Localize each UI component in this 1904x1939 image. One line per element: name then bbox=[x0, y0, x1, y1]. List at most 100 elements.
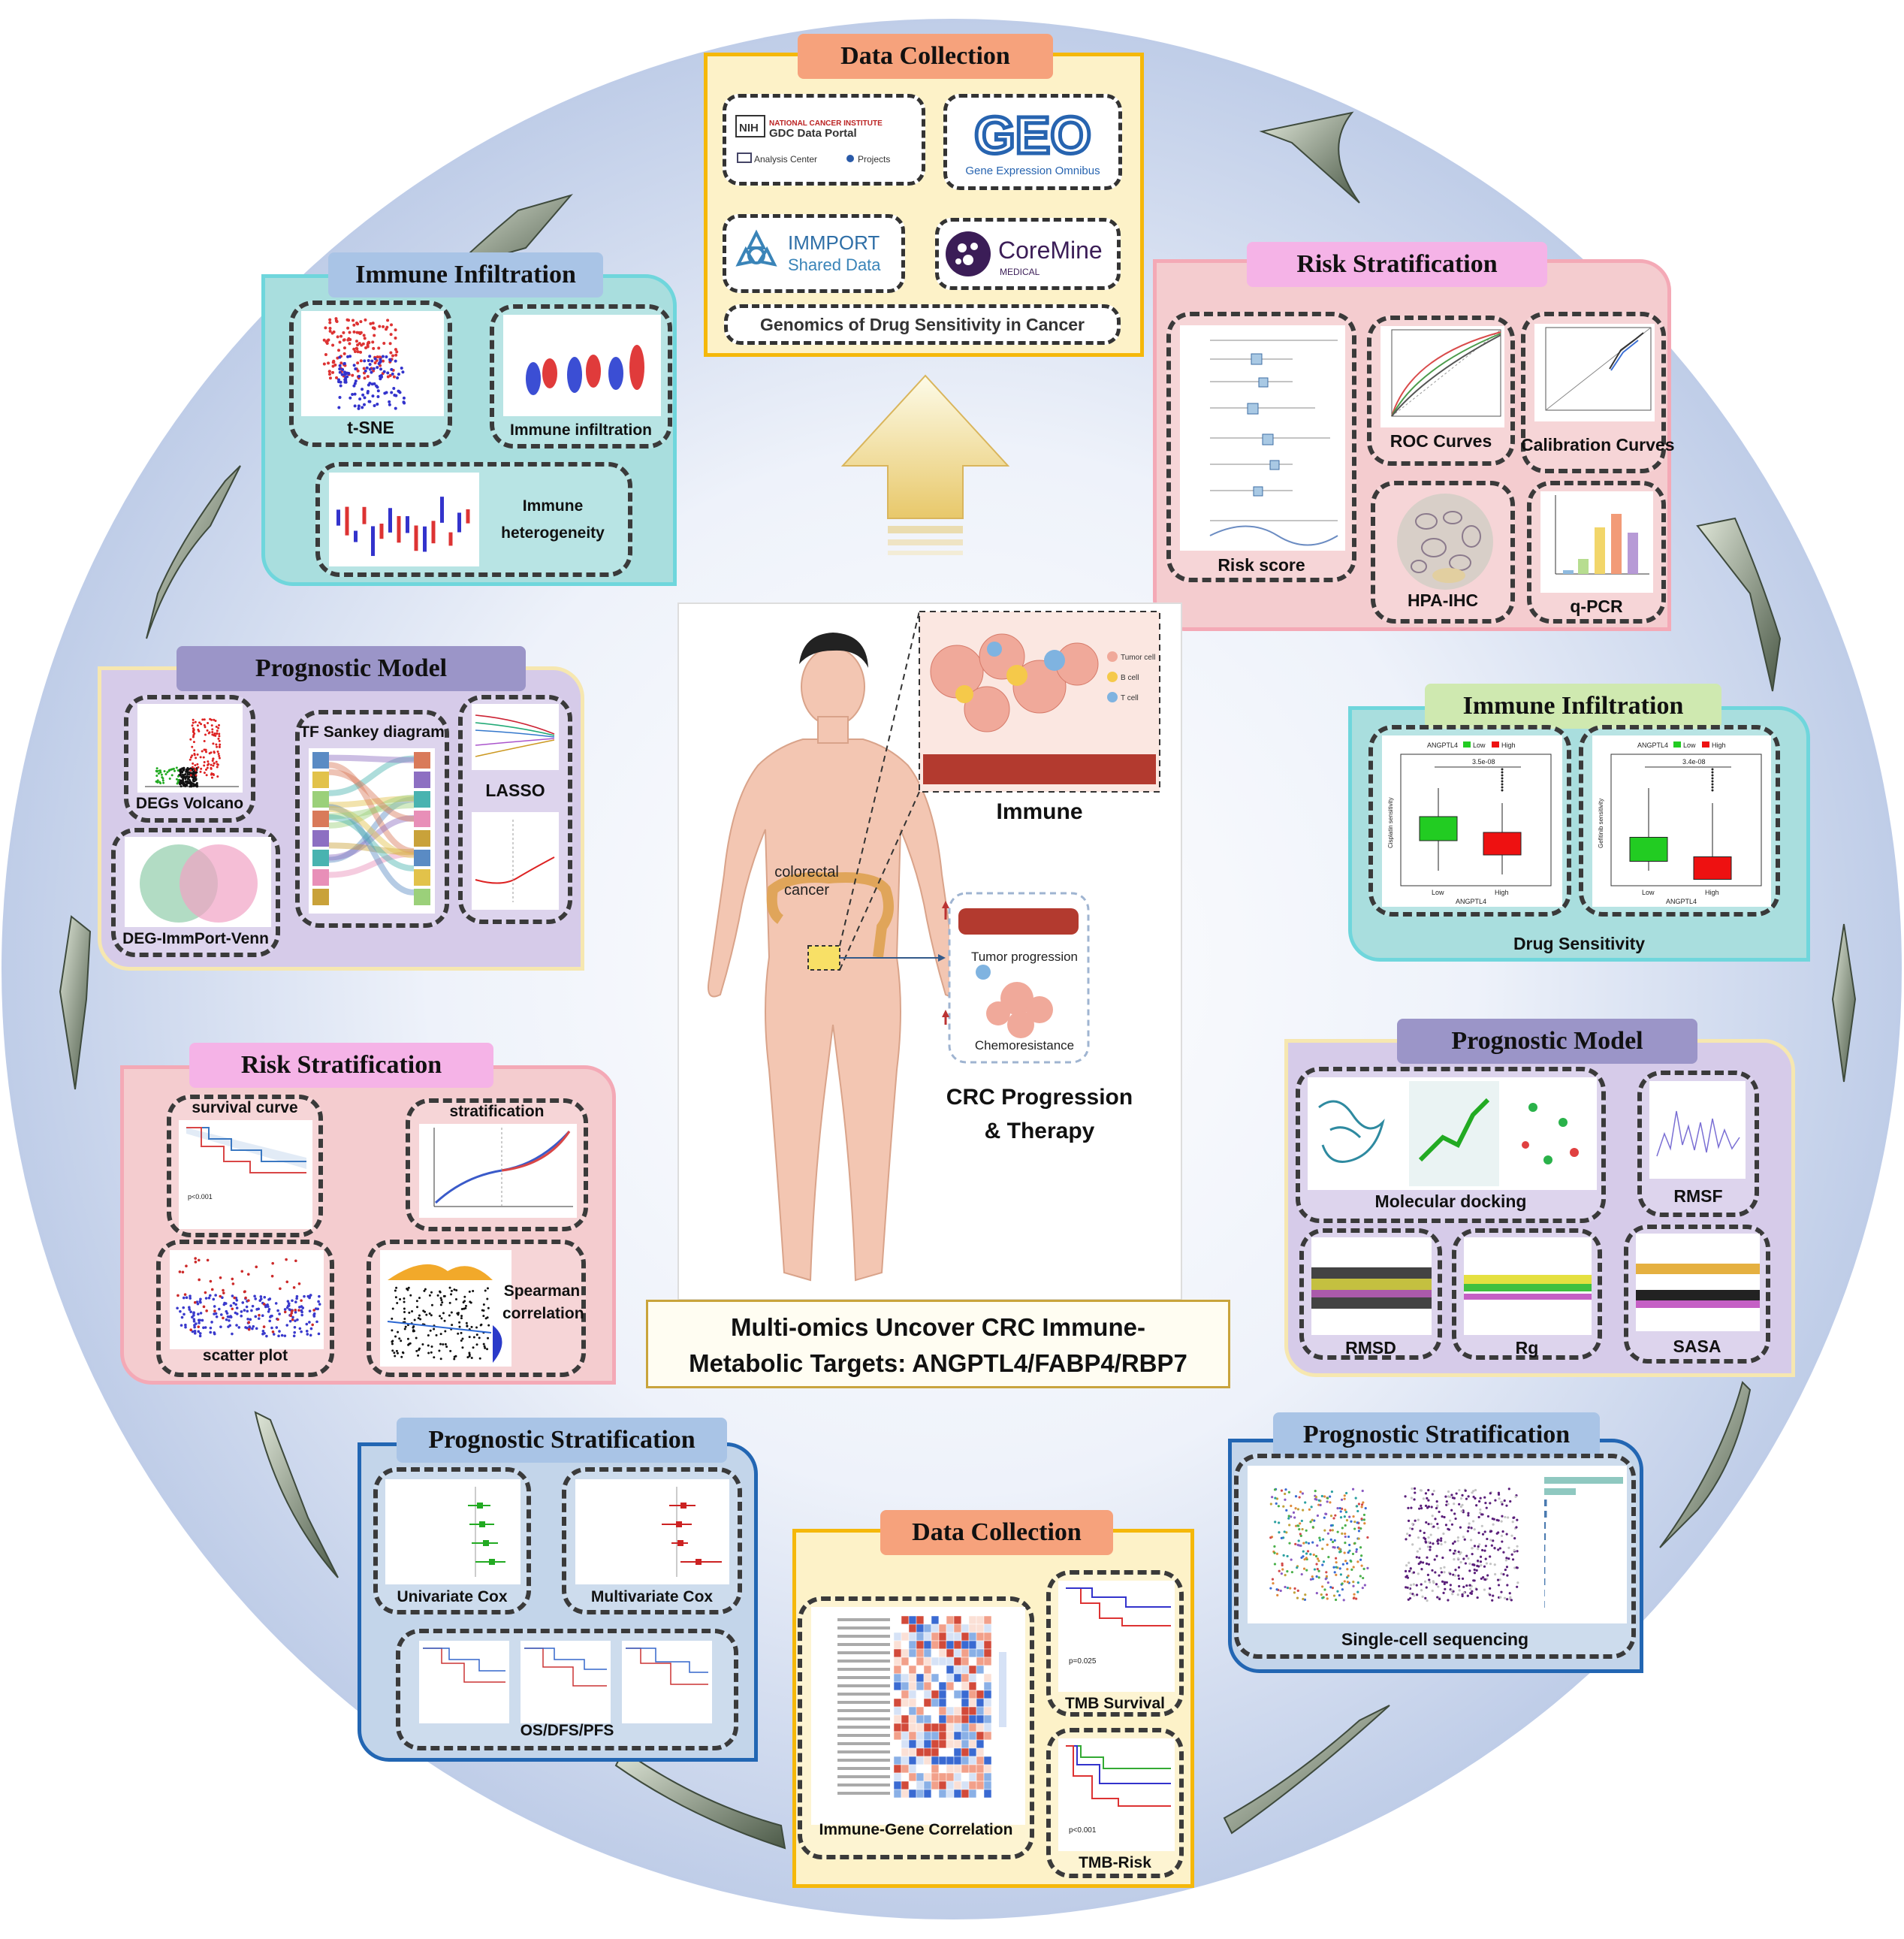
immune-infiltration-box: Immune infiltration bbox=[490, 304, 672, 449]
survival-p-value: p<0.001 bbox=[188, 1193, 213, 1201]
geo-logo: GEO Gene Expression Omnibus bbox=[965, 104, 1100, 178]
main-title-line-1: Multi-omics Uncover CRC Immune- bbox=[731, 1313, 1145, 1341]
qpcr-box: q-PCR bbox=[1527, 481, 1666, 624]
gdsc-label: Genomics of Drug Sensitivity in Cancer bbox=[760, 314, 1085, 334]
calibration-figure bbox=[1534, 324, 1655, 421]
stratification-label: stratification bbox=[449, 1103, 545, 1120]
therapy-label: & Therapy bbox=[984, 1119, 1095, 1143]
immune-infil-right-title: Immune Infiltration bbox=[1425, 684, 1721, 729]
single-cell-box: Single-cell sequencing bbox=[1234, 1454, 1636, 1659]
svg-text:Tumor cell: Tumor cell bbox=[1121, 654, 1155, 662]
volcano-label: DEGs Volcano bbox=[135, 795, 244, 812]
venn-diagram bbox=[125, 837, 271, 927]
lasso-plot-1 bbox=[472, 704, 559, 770]
svg-text:3.4e-08: 3.4e-08 bbox=[1682, 758, 1706, 766]
svg-text:GEO: GEO bbox=[974, 106, 1091, 165]
spearman-label: Spearman correlation bbox=[502, 1282, 584, 1322]
svg-text:B cell: B cell bbox=[1121, 674, 1139, 682]
svg-text:Low: Low bbox=[1683, 741, 1696, 749]
tumor-progression-label: Tumor progression bbox=[970, 950, 1079, 964]
rg-label: Rg bbox=[1515, 1338, 1539, 1358]
risk-score-curve bbox=[419, 1124, 577, 1218]
os-km-plot bbox=[419, 1641, 509, 1723]
immport-logo-box: IMMPORT Shared Data bbox=[723, 214, 905, 293]
nci-text: NATIONAL CANCER INSTITUTE bbox=[769, 119, 883, 128]
sasa-label: SASA bbox=[1673, 1336, 1721, 1356]
roc-box: ROC Curves bbox=[1367, 316, 1515, 466]
rg-plot bbox=[1464, 1237, 1592, 1335]
tsne-scatter bbox=[301, 311, 444, 416]
single-cell-tsne-plots bbox=[1248, 1466, 1627, 1623]
sasa-box: SASA bbox=[1624, 1225, 1770, 1364]
cycle-arrows bbox=[59, 111, 1857, 1850]
projects-text: Projects bbox=[858, 154, 890, 165]
gdc-logo: NIH NATIONAL CANCER INSTITUTE GDC Data P… bbox=[735, 114, 890, 165]
rmsf-plot bbox=[1649, 1081, 1746, 1179]
svg-text:T cell: T cell bbox=[1121, 694, 1139, 702]
organ-label: colorectal cancer bbox=[774, 864, 839, 899]
rmsf-label: RMSF bbox=[1673, 1186, 1723, 1206]
os-dfs-pfs-box: OS/DFS/PFS bbox=[396, 1629, 738, 1750]
gdc-text: GDC Data Portal bbox=[769, 127, 857, 140]
risk-score-box: Risk score bbox=[1166, 312, 1356, 582]
calibration-label: Calibration Curves bbox=[1521, 435, 1675, 455]
gdsc-box: Genomics of Drug Sensitivity in Cancer bbox=[724, 304, 1121, 345]
nomogram-figure bbox=[1180, 325, 1345, 551]
immune-infil-left-title: Immune Infiltration bbox=[328, 252, 603, 297]
hpa-ihc-box: HPA-IHC bbox=[1371, 481, 1515, 624]
svg-text:Low: Low bbox=[1432, 889, 1444, 896]
tmb-risk-plot: p<0.001 bbox=[1058, 1738, 1175, 1851]
qpcr-bar-chart bbox=[1540, 491, 1653, 593]
svg-text:High: High bbox=[1712, 741, 1726, 749]
lasso-label: LASSO bbox=[485, 781, 545, 800]
venn-box: DEG-ImmPort-Venn bbox=[111, 828, 280, 957]
tmb-survival-label: TMB Survival bbox=[1064, 1695, 1166, 1712]
scatter-plot-label: scatter plot bbox=[202, 1347, 288, 1364]
immune-heterogeneity-label: Immune heterogeneity bbox=[501, 497, 605, 542]
coremine-logo-box: CoreMine MEDICAL bbox=[935, 218, 1121, 290]
spearman-scatter bbox=[380, 1250, 511, 1367]
tmb-survival-box: p=0.025 TMB Survival bbox=[1046, 1570, 1184, 1717]
survival-curve-label: survival curve bbox=[192, 1099, 298, 1116]
prog-strat-left-title: Prognostic Stratification bbox=[397, 1418, 727, 1463]
immune-heterogeneity-box: Immune heterogeneity bbox=[315, 462, 632, 577]
rg-box: Rg bbox=[1452, 1228, 1602, 1360]
docking-label: Molecular docking bbox=[1374, 1191, 1527, 1211]
crc-label: CRC Progression bbox=[946, 1085, 1133, 1110]
calibration-box: Calibration Curves bbox=[1521, 312, 1675, 473]
svg-text:High: High bbox=[1705, 889, 1719, 896]
svg-text:Low: Low bbox=[1642, 889, 1655, 896]
violin-plot bbox=[503, 315, 661, 416]
univariate-box: Univariate Cox bbox=[373, 1467, 531, 1614]
nih-text: NIH bbox=[739, 122, 759, 134]
sankey-box: TF Sankey diagram bbox=[295, 710, 449, 928]
risk-strat-top-title: Risk Stratification bbox=[1247, 242, 1547, 287]
stratification-box: stratification bbox=[406, 1098, 588, 1231]
prog-model-right-title: Prognostic Model bbox=[1397, 1019, 1697, 1064]
tmb-survival-plot: p=0.025 bbox=[1058, 1581, 1175, 1692]
docking-image bbox=[1308, 1077, 1597, 1190]
main-title-box: Multi-omics Uncover CRC Immune- Metaboli… bbox=[646, 1300, 1230, 1388]
qpcr-label: q-PCR bbox=[1570, 596, 1623, 616]
rmsd-plot bbox=[1311, 1237, 1432, 1335]
main-title-line-2: Metabolic Targets: ANGPTL4/FABP4/RBP7 bbox=[689, 1349, 1187, 1377]
venn-label: DEG-ImmPort-Venn bbox=[122, 930, 269, 947]
svg-text:Shared Data: Shared Data bbox=[788, 255, 881, 274]
up-arrow-icon bbox=[840, 374, 1010, 555]
immune-gene-heatmap bbox=[811, 1607, 1025, 1825]
tmb-risk-label: TMB-Risk bbox=[1079, 1854, 1151, 1871]
immune-gene-label: Immune-Gene Correlation bbox=[819, 1821, 1013, 1838]
tsne-box: t-SNE bbox=[289, 301, 452, 447]
svg-text:ANGPTL4: ANGPTL4 bbox=[1637, 741, 1668, 749]
docking-box: Molecular docking bbox=[1296, 1067, 1606, 1223]
hpa-ihc-label: HPA-IHC bbox=[1407, 590, 1479, 610]
boxplot-figure bbox=[329, 473, 479, 566]
sankey-diagram bbox=[309, 748, 435, 914]
svg-text:MEDICAL: MEDICAL bbox=[1000, 267, 1040, 277]
os-dfs-pfs-label: OS/DFS/PFS bbox=[520, 1722, 614, 1739]
prog-strat-right-title: Prognostic Stratification bbox=[1273, 1412, 1600, 1457]
rmsd-label: RMSD bbox=[1345, 1338, 1396, 1358]
roc-label: ROC Curves bbox=[1390, 431, 1492, 451]
drug-sensitivity-label: Drug Sensitivity bbox=[1513, 934, 1646, 953]
